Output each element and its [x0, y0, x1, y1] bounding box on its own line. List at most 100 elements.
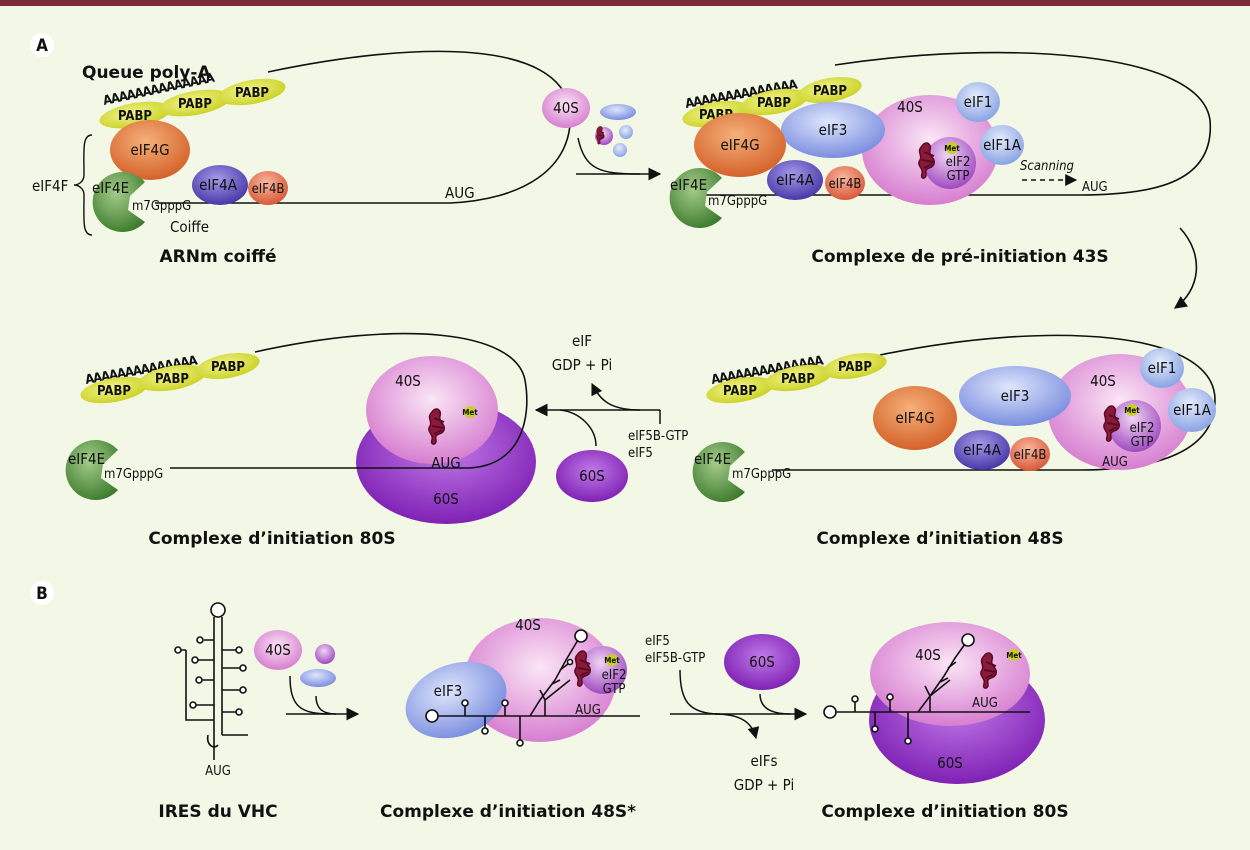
step1-arrow-group: 40S	[542, 88, 662, 181]
met-label-80s-a: Met	[462, 408, 478, 417]
eif1-label-2: eIF1	[964, 93, 993, 111]
s60-label-80s-b: 60S	[937, 754, 963, 772]
pabp-1a: PABP	[118, 109, 152, 124]
caption-arnm: ARNm coiffé	[160, 247, 277, 267]
pabp-4c: PABP	[211, 360, 245, 375]
s40-label-b1: 40S	[265, 641, 291, 659]
eif3-label-3: eIF3	[1001, 387, 1030, 405]
aug-label-80s-b: AUG	[972, 696, 998, 711]
eif4a-label-2: eIF4A	[776, 171, 815, 189]
eif1-label-3: eIF1	[1148, 359, 1177, 377]
pabp-2b: PABP	[757, 96, 791, 111]
s60-label-80s-a: 60S	[433, 490, 459, 508]
ires-vhc	[174, 602, 248, 760]
complex-48s: AAAAAAAAAAAAAA PABP PABP PABP 40S eIF3 e…	[692, 334, 1216, 549]
pabp-1b: PABP	[178, 97, 212, 112]
aug-label-2: AUG	[1082, 180, 1108, 195]
mrna-capped: Queue poly-A AAAAAAAAAAAAAA PABP PABP PA…	[32, 50, 571, 267]
met-label-2: Met	[944, 144, 960, 153]
complex-43s: AAAAAAAAAAAAAA PABP PABP PABP 40S eIF3 e…	[669, 51, 1212, 267]
b-step1-arrow-group: 40S	[254, 630, 360, 721]
cap-label-4: m7GpppG	[104, 467, 163, 482]
eif2-label-3: eIF2	[1130, 421, 1155, 436]
pabp-4a: PABP	[97, 384, 131, 399]
aug-label-3: AUG	[1102, 455, 1128, 470]
eifs-label: eIFs	[750, 752, 777, 770]
complex-80s-a: 60S 40S Met AUG AAAAAAAAAAAAAA PABP PABP…	[65, 332, 536, 549]
step3-arrow-group: eIF GDP + Pi eIF5B-GTP eIF5 60S	[534, 332, 688, 502]
gtp-label-2: GTP	[947, 169, 970, 184]
s40-label-b2: 40S	[515, 616, 541, 634]
eif-release-label: eIF	[572, 332, 592, 350]
cap-label-3: m7GpppG	[732, 467, 791, 482]
cap-label-2: m7GpppG	[708, 194, 767, 209]
eif4e-label-2: eIF4E	[670, 176, 707, 194]
met-label-b2: Met	[604, 656, 620, 665]
gtp-label-b: GTP	[603, 682, 626, 697]
pabp-4b: PABP	[155, 372, 189, 387]
curve-arrow-43s-48s	[1173, 227, 1198, 309]
eif4g-label-3: eIF4G	[895, 409, 934, 427]
aug-label-ires: AUG	[205, 764, 231, 779]
gtp-label-3: GTP	[1131, 435, 1154, 450]
pabp-3c: PABP	[838, 360, 872, 375]
pabp-2c: PABP	[813, 84, 847, 99]
complex-80s-b: 60S 40S Met AUG Complexe d’initiation 80…	[821, 622, 1069, 822]
eif2-label-2: eIF2	[946, 155, 971, 170]
complex-48s-star: 40S eIF3 Met eIF2 GTP AUG Complexe d’ini…	[380, 616, 640, 822]
eif4b-label-3: eIF4B	[1014, 448, 1047, 463]
s60-label-free-a: 60S	[579, 467, 605, 485]
eif4e-label-3: eIF4E	[694, 450, 731, 468]
eif5-label-a: eIF5	[628, 446, 653, 461]
caption-ires: IRES du VHC	[158, 802, 277, 822]
pabp-3b: PABP	[781, 372, 815, 387]
eif4e-label: eIF4E	[92, 179, 129, 197]
panel-b-letter: B	[36, 584, 48, 604]
eif5b-gtp-label-a: eIF5B-GTP	[628, 429, 688, 444]
eif5b-gtp-label-b: eIF5B-GTP	[645, 651, 705, 666]
s40-label-1: 40S	[553, 99, 579, 117]
eif4g-label: eIF4G	[130, 141, 169, 159]
met-label-3: Met	[1124, 406, 1140, 415]
pabp-3a: PABP	[723, 384, 757, 399]
cap-label-1: m7GpppG	[132, 199, 191, 214]
eif4f-label: eIF4F	[32, 177, 68, 195]
eif1a-label-3: eIF1A	[1173, 401, 1212, 419]
eif4e-label-4: eIF4E	[68, 450, 105, 468]
panel-b-badge	[30, 581, 54, 605]
eif1a-label-2: eIF1A	[983, 136, 1022, 154]
caption-80s-a: Complexe d’initiation 80S	[148, 529, 395, 549]
s40-label-80s-b: 40S	[915, 646, 941, 664]
eif3-label-2: eIF3	[819, 121, 848, 139]
s60-label-free-b: 60S	[749, 653, 775, 671]
s40-label-2: 40S	[897, 98, 923, 116]
eif4g-label-2: eIF4G	[720, 136, 759, 154]
aug-label-b2: AUG	[575, 703, 601, 718]
eif4b-label: eIF4B	[252, 182, 285, 197]
caption-43s: Complexe de pré-initiation 43S	[811, 247, 1108, 267]
top-bar	[0, 0, 1250, 6]
eif4a-label: eIF4A	[199, 176, 238, 194]
eif5-label-b: eIF5	[645, 634, 670, 649]
pabp-1c: PABP	[235, 86, 269, 101]
scanning-label: Scanning	[1020, 159, 1074, 174]
eif2-label-b: eIF2	[602, 668, 627, 683]
caption-48s-star: Complexe d’initiation 48S*	[380, 802, 636, 822]
panel-a-letter: A	[36, 36, 48, 56]
eif4b-label-2: eIF4B	[829, 177, 862, 192]
eif4a-label-3: eIF4A	[963, 441, 1002, 459]
caption-48s: Complexe d’initiation 48S	[816, 529, 1063, 549]
panel-a-badge	[30, 33, 54, 57]
met-label-80s-b: Met	[1006, 651, 1022, 660]
aug-label-80s-a: AUG	[431, 454, 461, 472]
caption-80s-b: Complexe d’initiation 80S	[821, 802, 1068, 822]
aug-label-1: AUG	[445, 184, 475, 202]
gdp-pi-label-b: GDP + Pi	[734, 776, 794, 794]
queue-polya-label: Queue poly-A	[82, 63, 211, 83]
s40-label-80s-a: 40S	[395, 372, 421, 390]
gdp-pi-label-a: GDP + Pi	[552, 356, 612, 374]
s40-label-3: 40S	[1090, 372, 1116, 390]
eif3-label-b: eIF3	[434, 682, 463, 700]
